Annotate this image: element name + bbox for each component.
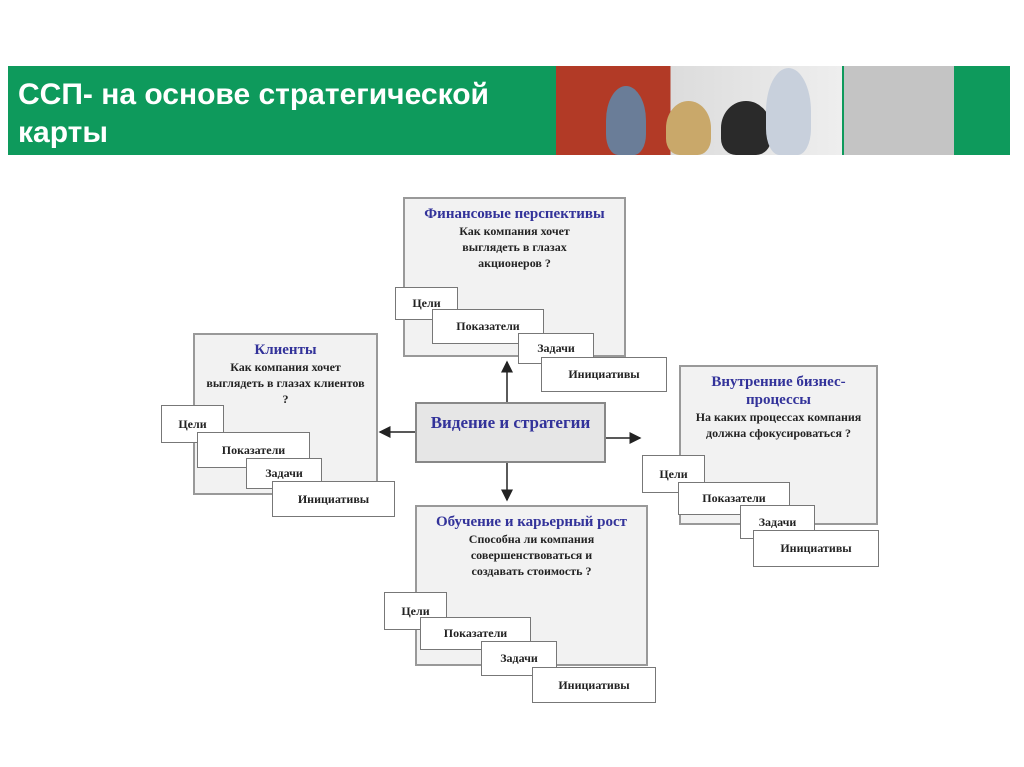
header-photo — [556, 66, 842, 155]
internal-question: На каких процессах компания должна сфоку… — [695, 410, 862, 440]
learning-title: Обучение и карьерный рост — [435, 514, 628, 530]
header-grey-block — [844, 66, 954, 155]
internal-title: Внутренние бизнес-процессы — [711, 374, 846, 408]
financial-initiatives: Инициативы — [541, 357, 667, 392]
internal-perspective-box: Внутренние бизнес-процессы На каких проц… — [679, 365, 878, 525]
internal-initiatives: Инициативы — [753, 530, 879, 567]
vision-strategy-box: Видение и стратегии — [415, 402, 606, 463]
clients-title: Клиенты — [254, 342, 317, 358]
learning-question: Способна ли компания совершенствоваться … — [468, 532, 595, 578]
clients-initiatives: Инициативы — [272, 481, 395, 517]
clients-question: Как компания хочет выглядеть в глазах кл… — [206, 360, 365, 406]
learning-initiatives: Инициативы — [532, 667, 656, 703]
financial-title: Финансовые перспективы — [424, 206, 605, 222]
header-band — [8, 66, 1010, 155]
financial-question: Как компания хочет выглядеть в глазах ак… — [459, 224, 570, 270]
slide-title: ССП- на основе стратегической карты — [18, 78, 489, 149]
